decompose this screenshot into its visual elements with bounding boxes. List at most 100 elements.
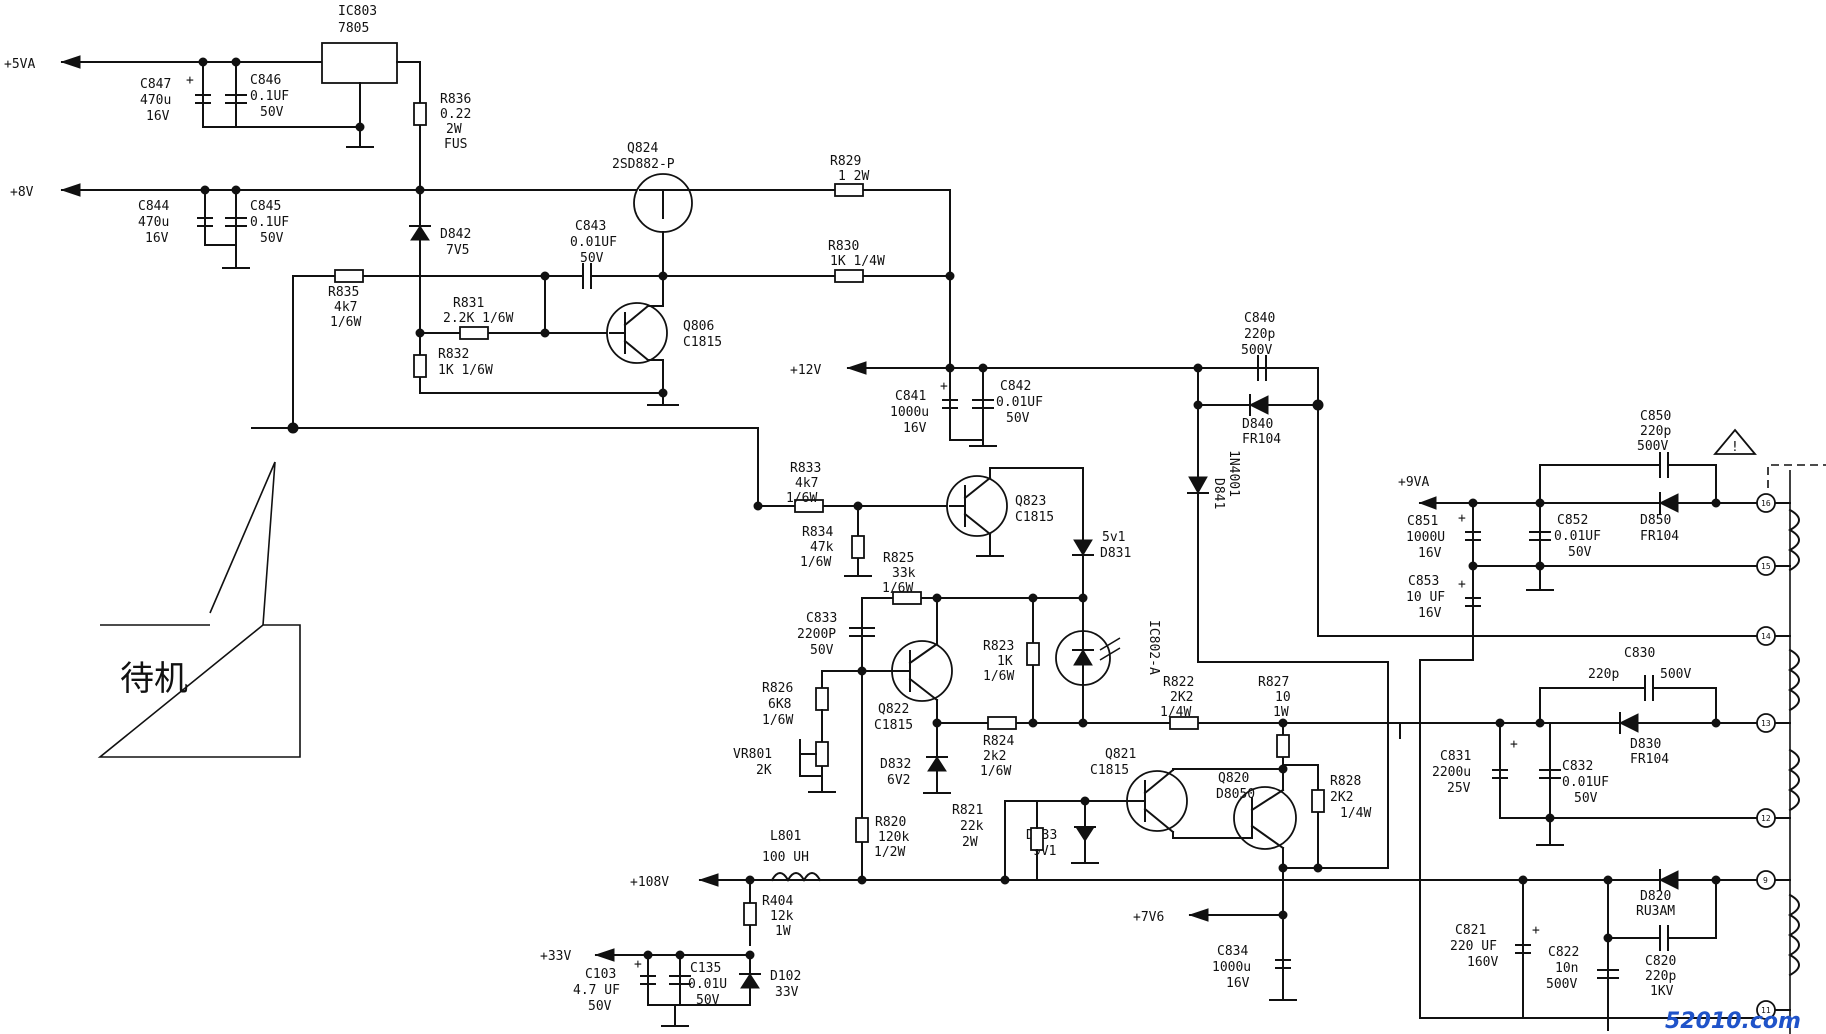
c821-name: C821 <box>1455 923 1486 938</box>
standby-callout-text: 待机 <box>120 659 188 699</box>
d102-value: 33V <box>775 985 799 1000</box>
q823-transistor: Q823 C1815 <box>946 467 1084 557</box>
d830-part: FR104 <box>1630 752 1669 767</box>
c830-voltage: 500V <box>1660 667 1691 682</box>
r825-name: R825 <box>883 551 914 566</box>
standby-callout: 待机 <box>97 624 301 758</box>
c822-cap: C822 10n 500V <box>1546 879 1619 1031</box>
q806-transistor: Q806 C1815 <box>606 275 722 406</box>
c830-cap: C830 220p 500V <box>1539 646 1717 724</box>
r829-value: 1 2W <box>838 169 869 184</box>
r404-power: 1W <box>775 924 791 939</box>
ic803: IC803 7805 <box>321 4 421 186</box>
c841-name: C841 <box>895 389 926 404</box>
r826-resistor: R826 6K8 1/6W <box>762 670 863 728</box>
rail-9va-label: +9VA <box>1398 475 1429 490</box>
q822-part: C1815 <box>874 718 913 733</box>
c846-voltage: 50V <box>260 105 284 120</box>
c830-value: 220p <box>1588 667 1619 682</box>
r821-power: 2W <box>962 835 978 850</box>
c834-cap: C834 1000u 16V <box>1212 864 1297 1001</box>
r834-resistor: R834 47k 1/6W <box>800 505 872 577</box>
d850-part: FR104 <box>1640 529 1679 544</box>
c832-voltage: 50V <box>1574 791 1598 806</box>
d830-name: D830 <box>1630 737 1661 752</box>
d840-name: D840 <box>1242 417 1273 432</box>
rail-12v-label: +12V <box>790 363 821 378</box>
c853-value: 10 UF <box>1406 590 1445 605</box>
l801-name: L801 <box>770 829 801 844</box>
c821-value: 220 UF <box>1450 939 1497 954</box>
c103-value: 4.7 UF <box>573 983 620 998</box>
d831-value: 5v1 <box>1102 530 1125 545</box>
r835-resistor: R835 4k7 1/6W <box>328 269 364 330</box>
r833-name: R833 <box>790 461 821 476</box>
c851-name: C851 <box>1407 514 1438 529</box>
pin-16: 16 <box>1761 499 1771 508</box>
c833-name: C833 <box>806 611 837 626</box>
r826-value: 6K8 <box>768 697 791 712</box>
r836-value: 0.22 <box>440 107 471 122</box>
r827-power: 1W <box>1273 705 1289 720</box>
c831-voltage: 25V <box>1447 781 1471 796</box>
c831-cap: C831 2200u 25V + <box>1432 722 1759 819</box>
c832-value: 0.01UF <box>1562 775 1609 790</box>
r824-resistor: R824 2k2 1/6W <box>980 716 1017 779</box>
r404-name: R404 <box>762 894 793 909</box>
r827-value: 10 <box>1275 690 1291 705</box>
d850-name: D850 <box>1640 513 1671 528</box>
c135-name: C135 <box>690 961 721 976</box>
rail-7v6: +7V6 <box>1133 908 1284 925</box>
ic802-optocoupler: IC802-A <box>1055 597 1161 724</box>
c822-value: 10n <box>1555 961 1578 976</box>
c103-name: C103 <box>585 967 616 982</box>
c135-value: 0.01U <box>688 977 727 992</box>
q820-transistor: Q820 D8050 <box>1216 768 1297 866</box>
ic802-name: IC802-A <box>1146 620 1161 675</box>
rail-5va: +5VA <box>4 55 323 72</box>
d842-name: D842 <box>440 227 471 242</box>
svg-text:+: + <box>1532 923 1540 938</box>
c844-cap: C844 470u 16V <box>138 189 250 269</box>
d841-diode: D841 1N4001 <box>1187 367 1389 869</box>
c840-cap: C840 220p 500V <box>1241 311 1759 637</box>
rail-8v: +8V <box>10 183 651 200</box>
r828-value: 2K2 <box>1330 790 1353 805</box>
r827-resistor: R827 10 1W <box>1258 675 1291 766</box>
r821-name: R821 <box>952 803 983 818</box>
q820-part: D8050 <box>1216 787 1255 802</box>
q821-part: C1815 <box>1090 763 1129 778</box>
c103-voltage: 50V <box>588 999 612 1014</box>
r836-power: 2W <box>446 122 462 137</box>
d820-part: RU3AM <box>1636 904 1675 919</box>
c832-name: C832 <box>1562 759 1593 774</box>
r820-value: 120k <box>878 830 909 845</box>
c821-voltage: 160V <box>1467 955 1498 970</box>
c844-voltage: 16V <box>145 231 169 246</box>
c840-value: 220p <box>1244 327 1275 342</box>
d831-zener: 5v1 D831 <box>1072 530 1131 599</box>
c846-value: 0.1UF <box>250 89 289 104</box>
r830-value: 1K 1/4W <box>830 254 885 269</box>
c843-name: C843 <box>575 219 606 234</box>
r832-name: R832 <box>438 347 469 362</box>
c842-value: 0.01UF <box>996 395 1043 410</box>
watermark: 52010.com <box>1665 1009 1801 1034</box>
c850-cap: C850 220p 500V <box>1539 409 1717 504</box>
svg-text:+: + <box>1510 737 1518 752</box>
r831-name: R831 <box>453 296 484 311</box>
pin-15: 15 <box>1761 562 1771 571</box>
d832-zener: D832 6V2 <box>880 722 951 794</box>
r829-name: R829 <box>830 154 861 169</box>
c830-name: C830 <box>1624 646 1655 661</box>
c843-voltage: 50V <box>580 251 604 266</box>
r822-value: 2K2 <box>1170 690 1193 705</box>
c841-value: 1000u <box>890 405 929 420</box>
d833-zener: D833 9V1 <box>1004 800 1099 881</box>
d832-value: 6V2 <box>887 773 910 788</box>
c840-name: C840 <box>1244 311 1275 326</box>
r820-name: R820 <box>875 815 906 830</box>
r825-power: 1/6W <box>882 581 913 596</box>
c822-name: C822 <box>1548 945 1579 960</box>
c821-cap: C821 220 UF 160V + <box>1450 879 1540 1019</box>
